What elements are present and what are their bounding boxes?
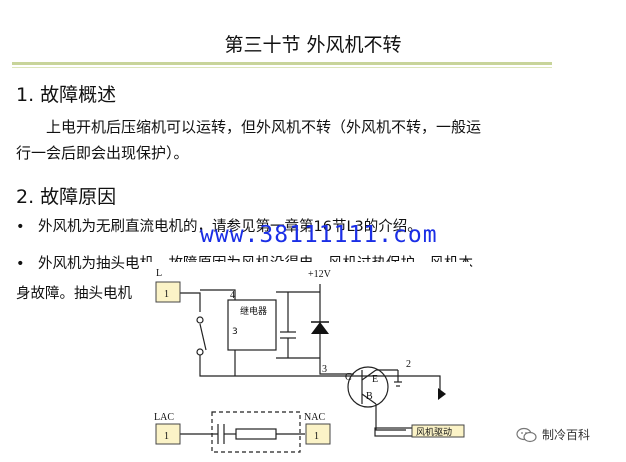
pin-c-label: C bbox=[345, 372, 352, 383]
paragraph-line-1: 上电开机后压缩机可以运转，但外风机不转（外风机不转，一般运 bbox=[46, 118, 482, 136]
pin-b-label: B bbox=[366, 391, 373, 402]
label-l: L bbox=[156, 268, 162, 279]
site-watermark: www.38111111.com bbox=[200, 222, 438, 248]
pin-2-label: 2 bbox=[406, 359, 411, 370]
wechat-account-badge: 制冷百科 bbox=[516, 426, 590, 443]
fan-drive-label: 风机驱动 bbox=[416, 426, 452, 438]
section-heading-overview: 1. 故障概述 bbox=[16, 84, 117, 106]
slide-title: 第三十节 外风机不转 bbox=[224, 34, 402, 56]
relay-number: 3 bbox=[232, 327, 238, 337]
pin-3-label: 3 bbox=[322, 364, 327, 375]
terminal-l-number: 1 bbox=[164, 289, 169, 300]
section-heading-causes: 2. 故障原因 bbox=[16, 186, 117, 208]
bullet-dot-icon: • bbox=[16, 219, 25, 235]
overview-paragraph: 上电开机后压缩机可以运转，但外风机不转（外风机不转，一般运 行一会后即会出现保护… bbox=[16, 114, 596, 166]
title-underline bbox=[12, 62, 552, 65]
terminal-lac-number: 1 bbox=[164, 431, 169, 442]
bullet-text-1: 外风机为无刷直流电机的，请参见第一章第16节L3的介绍。 bbox=[38, 219, 422, 235]
wechat-icon bbox=[516, 427, 537, 442]
pin-e-label: E bbox=[372, 374, 378, 385]
wechat-account-name: 制冷百科 bbox=[542, 428, 591, 442]
pin-4-label: 4 bbox=[230, 290, 235, 301]
bullet-dot-icon: • bbox=[16, 256, 25, 272]
title-underline-thin bbox=[12, 67, 552, 68]
fan-circuit-diagram: L 1 LAC 1 NAC 1 +12V 4 3 2 C E B 继电器 3 风… bbox=[140, 262, 470, 457]
label-lac: LAC bbox=[154, 412, 174, 423]
label-nac: NAC bbox=[304, 412, 325, 423]
label-supply: +12V bbox=[308, 269, 332, 280]
paragraph-line-2: 行一会后即会出现保护）。 bbox=[16, 144, 189, 162]
bullet-item-1: • 外风机为无刷直流电机的，请参见第一章第16节L3的介绍。 bbox=[16, 215, 422, 236]
bullet-text-2b: 身故障。抽头电机 bbox=[16, 286, 132, 302]
terminal-nac-number: 1 bbox=[314, 431, 319, 442]
relay-label: 继电器 bbox=[240, 305, 267, 317]
